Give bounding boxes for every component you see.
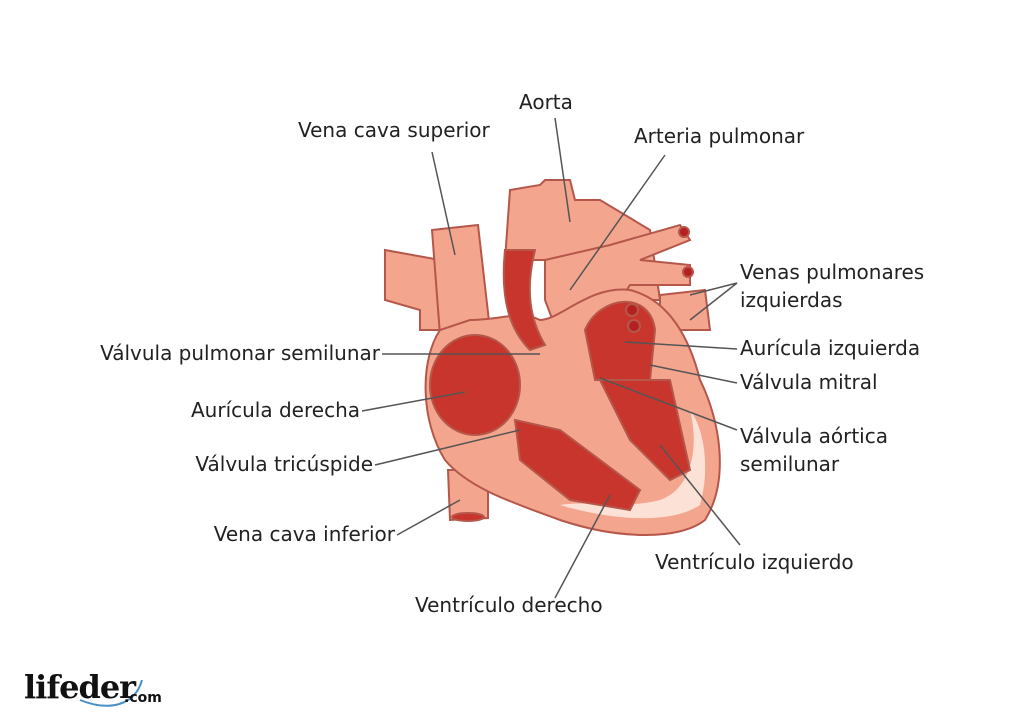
pulmonary-artery-opening <box>682 266 694 278</box>
logo-suffix: .com <box>124 690 162 706</box>
label-aorta: Aorta <box>519 90 573 114</box>
fat-layer <box>560 410 706 519</box>
right-atrium-chamber <box>429 334 521 436</box>
leader-auricula-derecha <box>361 391 466 412</box>
logo-swoosh <box>79 679 143 707</box>
heart-drawing <box>384 179 721 536</box>
aorta-inner <box>502 249 547 352</box>
label-auricula-izquierda: Aurícula izquierda <box>740 336 921 360</box>
label-valvula-aortica-2: semilunar <box>740 452 840 476</box>
label-venas-pulmonares-1: Venas pulmonares <box>740 260 925 284</box>
label-venas-pulmonares-2: izquierdas <box>740 288 843 312</box>
label-vena-cava-superior: Vena cava superior <box>298 118 490 142</box>
leader-valvula-aortica <box>599 377 738 431</box>
leader-auricula-izquierda <box>624 341 738 350</box>
leader-lines <box>361 117 741 599</box>
ivc-opening <box>451 512 485 522</box>
leader-ventriculo-izquierdo <box>659 444 741 546</box>
lifeder-logo[interactable]: lifeder .com <box>24 668 162 706</box>
leader-valvula-tricuspide <box>374 429 521 466</box>
pulmonary-veins-right <box>384 248 441 331</box>
label-valvula-mitral: Válvula mitral <box>740 370 878 394</box>
label-valvula-aortica-1: Válvula aórtica <box>740 424 888 448</box>
label-ventriculo-izquierdo: Ventrículo izquierdo <box>655 550 854 574</box>
label-auricula-derecha: Aurícula derecha <box>191 398 360 422</box>
pulmonary-vein-opening <box>625 303 639 317</box>
label-ventriculo-derecho: Ventrículo derecho <box>415 593 603 617</box>
pulmonary-vein-opening <box>627 319 641 333</box>
leader-venas-pulmonares <box>689 282 738 321</box>
logo-name: lifeder <box>24 668 136 706</box>
leader-ventriculo-derecho <box>554 494 611 599</box>
right-ventricle-chamber <box>513 418 642 512</box>
pulmonary-artery-opening <box>678 226 690 238</box>
leader-valvula-mitral <box>649 364 738 384</box>
label-arteria-pulmonar: Arteria pulmonar <box>634 124 805 148</box>
left-atrium-chamber <box>583 300 657 381</box>
label-vena-cava-inferior: Vena cava inferior <box>213 522 395 546</box>
leader-vena-cava-superior <box>431 151 456 256</box>
label-valvula-tricuspide: Válvula tricúspide <box>195 452 373 476</box>
leader-arteria-pulmonar <box>569 154 666 291</box>
leader-aorta <box>554 117 571 223</box>
label-valvula-pulmonar: Válvula pulmonar semilunar <box>100 341 380 365</box>
leader-vena-cava-inferior <box>396 499 461 536</box>
